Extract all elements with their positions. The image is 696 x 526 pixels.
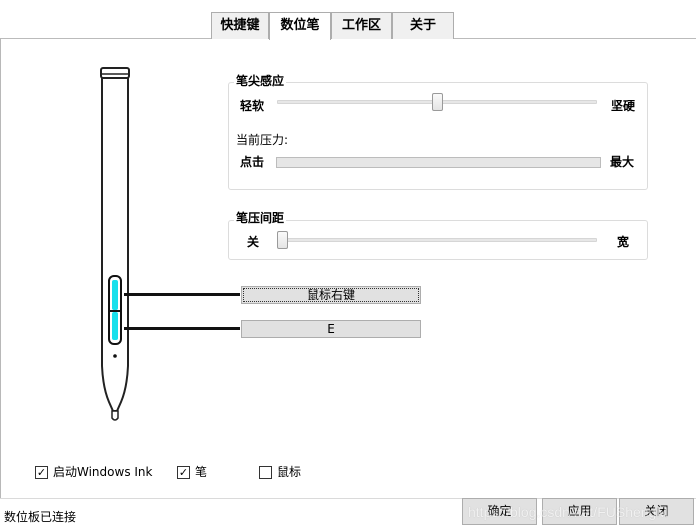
bottom-divider — [0, 498, 696, 499]
upper-button-connector — [124, 293, 240, 296]
tip-feel-title: 笔尖感应 — [234, 74, 287, 88]
pressure-spacing-max-label: 宽 — [617, 235, 630, 249]
windows-ink-checkbox[interactable]: ✓ — [35, 465, 48, 479]
tab-digital-pen[interactable]: 数位笔 — [269, 12, 331, 40]
tab-about[interactable]: 关于 — [392, 12, 454, 39]
tip-feel-max-label: 坚硬 — [611, 99, 636, 113]
pen-nib — [111, 410, 119, 421]
lower-button-connector — [124, 327, 240, 330]
mouse-mode-option[interactable]: 鼠标 — [259, 465, 301, 479]
connection-status: 数位板已连接 — [4, 510, 77, 524]
apply-button[interactable]: 应用 — [542, 498, 617, 525]
tip-feel-min-label: 轻软 — [240, 99, 265, 113]
pressure-spacing-title: 笔压间距 — [234, 211, 287, 225]
pressure-max-label: 最大 — [610, 155, 635, 169]
lower-button-assignment[interactable]: E — [241, 320, 421, 338]
pressure-spacing-min-label: 关 — [247, 235, 260, 249]
pen-upper-button[interactable] — [112, 280, 118, 310]
mouse-mode-checkbox[interactable] — [259, 465, 272, 479]
pressure-spacing-slider-track[interactable] — [277, 238, 597, 242]
pen-mode-option[interactable]: ✓ 笔 — [177, 465, 207, 479]
pen-lower-button[interactable] — [112, 312, 118, 340]
tab-shortcuts[interactable]: 快捷键 — [211, 12, 269, 39]
ok-button[interactable]: 确定 — [462, 498, 537, 525]
pen-body — [101, 77, 129, 412]
pen-illustration — [100, 67, 130, 421]
tab-work-area[interactable]: 工作区 — [331, 12, 392, 39]
windows-ink-option[interactable]: ✓ 启动Windows Ink — [35, 465, 152, 479]
pen-cap — [100, 67, 130, 79]
tip-feel-slider-thumb[interactable] — [431, 93, 443, 111]
current-pressure-bar — [276, 157, 601, 168]
upper-button-assignment[interactable]: 鼠标右键 — [241, 286, 421, 304]
pressure-spacing-slider-thumb[interactable] — [277, 231, 288, 249]
windows-ink-label: 启动Windows Ink — [53, 465, 153, 479]
frame-left-border — [0, 38, 1, 498]
pressure-min-label: 点击 — [240, 155, 265, 169]
current-pressure-label: 当前压力: — [236, 133, 289, 147]
pen-indicator-dot — [113, 354, 117, 358]
pen-mode-label: 笔 — [195, 465, 208, 479]
mouse-mode-label: 鼠标 — [277, 465, 302, 479]
close-button[interactable]: 关闭 — [619, 498, 694, 525]
pen-mode-checkbox[interactable]: ✓ — [177, 465, 190, 479]
